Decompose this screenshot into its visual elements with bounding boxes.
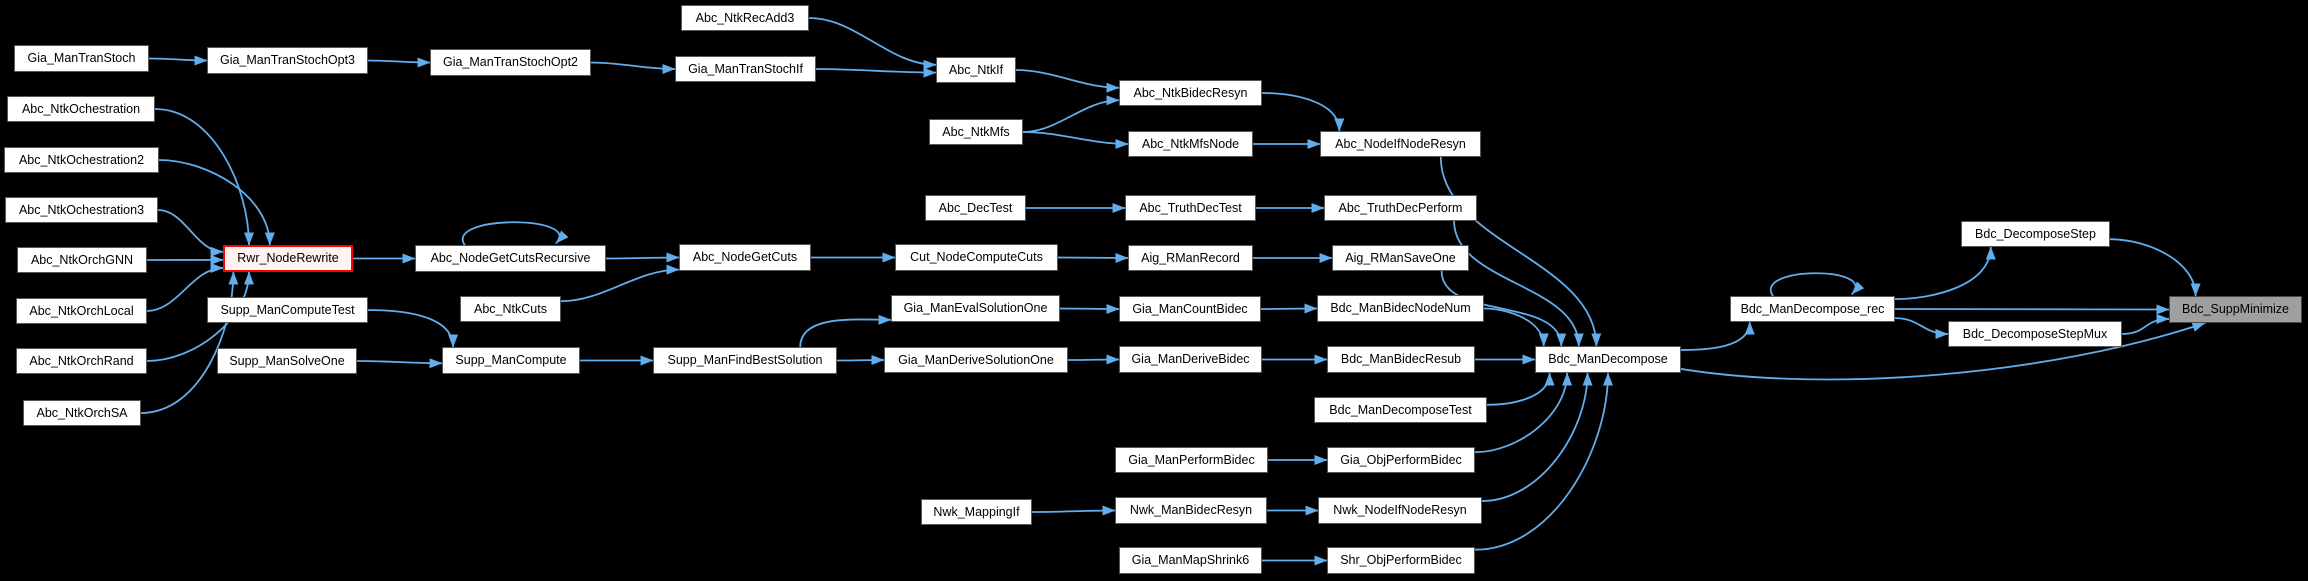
node-Abc_NtkBidecResyn[interactable]: Abc_NtkBidecResyn [1119,80,1262,106]
node-Abc_TruthDecPerform[interactable]: Abc_TruthDecPerform [1324,195,1477,221]
edge-Bdc_DecomposeStep-Bdc_SuppMinimize [2109,238,2201,297]
edge-Gia_ManDeriveSolutionOne-Gia_ManDeriveBidec [1067,354,1120,365]
edge-Abc_NodeGetCutsRecursive-Abc_NodeGetCuts [605,252,680,263]
edge-Gia_ManTranStochIf-Abc_NtkIf [815,67,937,78]
node-Gia_ManPerformBidec[interactable]: Gia_ManPerformBidec [1115,447,1268,473]
edge-Nwk_NodeIfNodeResyn-Bdc_ManDecompose [1481,372,1593,502]
node-Abc_NtkOchestration[interactable]: Abc_NtkOchestration [7,96,155,122]
edge-Shr_ObjPerformBidec-Bdc_ManDecompose [1474,372,1613,551]
node-Nwk_ManBidecResyn[interactable]: Nwk_ManBidecResyn [1115,497,1267,524]
edge-Abc_NodeGetCutsRecursive-Abc_NodeGetCutsRecursive [461,221,569,246]
edge-Abc_NtkOrchRand-Rwr_NodeRewrite [146,271,254,362]
node-Gia_ManTranStochOpt3[interactable]: Gia_ManTranStochOpt3 [207,47,368,74]
node-Abc_NtkOrchSA[interactable]: Abc_NtkOrchSA [23,400,141,426]
edge-Supp_ManFindBestSolution-Gia_ManEvalSolutionOne [799,314,892,348]
node-Supp_ManSolveOne[interactable]: Supp_ManSolveOne [217,348,357,374]
edge-Gia_ManTranStochOpt3-Gia_ManTranStochOpt2 [367,57,431,68]
edge-Bdc_ManDecompose_rec-Bdc_DecomposeStepMux [1894,317,1949,339]
node-Bdc_SuppMinimize: Bdc_SuppMinimize [2169,296,2302,323]
edge-Gia_ManTranStoch-Gia_ManTranStochOpt3 [148,55,208,66]
edge-Abc_NtkOrchLocal-Rwr_NodeRewrite [146,262,224,312]
edge-Bdc_ManDecomposeTest-Bdc_ManDecompose [1486,372,1555,406]
edge-Supp_ManComputeTest-Supp_ManCompute [367,309,459,348]
edge-Abc_NtkOchestration-Rwr_NodeRewrite [154,108,254,246]
edge-Abc_NtkMfs-Abc_NtkBidecResyn [1022,95,1120,133]
node-Abc_NtkIf[interactable]: Abc_NtkIf [936,57,1016,83]
edge-Abc_NtkRecAdd3-Abc_NtkIf [808,17,937,70]
edge-Abc_NtkCuts-Abc_NodeGetCuts [560,264,680,303]
edge-Supp_ManFindBestSolution-Gia_ManDeriveSolutionOne [836,355,885,366]
edge-Bdc_ManDecompose_rec-Bdc_ManDecompose_rec [1769,272,1865,297]
node-Abc_NodeGetCutsRecursive[interactable]: Abc_NodeGetCutsRecursive [415,245,606,272]
edge-Abc_NtkMfs-Abc_NtkMfsNode [1022,131,1129,149]
node-Rwr_NodeRewrite[interactable]: Rwr_NodeRewrite [223,245,353,272]
node-Abc_NtkMfsNode[interactable]: Abc_NtkMfsNode [1128,131,1253,157]
node-Bdc_ManBidecResub[interactable]: Bdc_ManBidecResub [1327,346,1475,373]
edge-Abc_NtkOrchSA-Rwr_NodeRewrite [140,271,239,414]
edge-Supp_ManSolveOne-Supp_ManCompute [356,358,443,369]
node-Gia_ManTranStoch[interactable]: Gia_ManTranStoch [14,45,149,72]
edge-Bdc_ManDecompose-Bdc_ManDecompose_rec [1680,321,1755,351]
node-Gia_ManTranStochOpt2[interactable]: Gia_ManTranStochOpt2 [430,49,591,76]
edge-Abc_NtkBidecResyn-Abc_NodeIfNodeResyn [1261,92,1345,132]
node-Bdc_ManDecompose_rec[interactable]: Bdc_ManDecompose_rec [1730,296,1895,322]
edge-Bdc_ManDecompose_rec-Bdc_DecomposeStep [1894,246,1996,301]
node-Abc_NtkCuts[interactable]: Abc_NtkCuts [460,296,561,322]
node-Aig_RManRecord[interactable]: Aig_RManRecord [1128,245,1253,271]
node-Nwk_MappingIf[interactable]: Nwk_MappingIf [921,499,1032,525]
edge-Nwk_MappingIf-Nwk_ManBidecResyn [1031,505,1116,516]
node-Abc_NodeGetCuts[interactable]: Abc_NodeGetCuts [679,244,811,271]
edge-Bdc_ManDecompose-Bdc_SuppMinimize [1680,322,2206,381]
edge-Gia_ManEvalSolutionOne-Gia_ManCountBidec [1059,303,1120,314]
node-Bdc_DecomposeStep[interactable]: Bdc_DecomposeStep [1961,221,2110,247]
edge-Bdc_ManBidecNodeNum-Bdc_ManDecompose [1483,307,1549,347]
node-Supp_ManFindBestSolution[interactable]: Supp_ManFindBestSolution [653,347,837,374]
node-Supp_ManCompute[interactable]: Supp_ManCompute [442,347,580,374]
node-Abc_NtkRecAdd3[interactable]: Abc_NtkRecAdd3 [681,5,809,31]
node-Abc_NtkOrchGNN[interactable]: Abc_NtkOrchGNN [17,247,147,273]
edge-Bdc_ManDecompose_rec-Bdc_SuppMinimize [1894,304,2170,315]
node-Gia_ObjPerformBidec[interactable]: Gia_ObjPerformBidec [1327,447,1475,473]
node-Abc_NtkOchestration3[interactable]: Abc_NtkOchestration3 [5,197,158,223]
node-Abc_TruthDecTest[interactable]: Abc_TruthDecTest [1125,195,1256,221]
node-Cut_NodeComputeCuts[interactable]: Cut_NodeComputeCuts [895,244,1058,271]
edge-Gia_ManCountBidec-Bdc_ManBidecNodeNum [1260,303,1318,314]
edge-Gia_ManTranStochOpt2-Gia_ManTranStochIf [590,61,676,74]
node-Gia_ManCountBidec[interactable]: Gia_ManCountBidec [1119,296,1261,322]
edge-Abc_NtkIf-Abc_NtkBidecResyn [1015,69,1120,93]
edge-Abc_NtkOchestration2-Rwr_NodeRewrite [158,159,275,246]
node-Shr_ObjPerformBidec[interactable]: Shr_ObjPerformBidec [1327,547,1475,574]
edge-Abc_NodeIfNodeResyn-Bdc_ManDecompose [1439,156,1602,347]
node-Abc_NtkOrchLocal[interactable]: Abc_NtkOrchLocal [16,298,147,324]
node-Abc_NtkOrchRand[interactable]: Abc_NtkOrchRand [16,348,147,374]
node-Bdc_ManDecompose[interactable]: Bdc_ManDecompose [1535,346,1681,373]
node-Gia_ManTranStochIf[interactable]: Gia_ManTranStochIf [675,56,816,82]
edge-Abc_TruthDecPerform-Bdc_ManDecompose [1453,220,1584,347]
node-Gia_ManDeriveSolutionOne[interactable]: Gia_ManDeriveSolutionOne [884,347,1068,373]
edge-Bdc_DecomposeStepMux-Bdc_SuppMinimize [2121,313,2170,335]
node-Gia_ManDeriveBidec[interactable]: Gia_ManDeriveBidec [1119,346,1262,373]
edge-Cut_NodeComputeCuts-Aig_RManRecord [1057,252,1129,263]
node-Abc_NodeIfNodeResyn[interactable]: Abc_NodeIfNodeResyn [1320,131,1481,157]
edge-Aig_RManSaveOne-Bdc_ManDecompose [1440,270,1567,347]
node-Bdc_ManDecomposeTest[interactable]: Bdc_ManDecomposeTest [1314,397,1487,423]
node-Bdc_ManBidecNodeNum[interactable]: Bdc_ManBidecNodeNum [1317,295,1484,322]
node-Supp_ManComputeTest[interactable]: Supp_ManComputeTest [207,297,368,323]
node-Aig_RManSaveOne[interactable]: Aig_RManSaveOne [1332,245,1469,271]
node-Gia_ManMapShrink6[interactable]: Gia_ManMapShrink6 [1119,547,1262,574]
node-Bdc_DecomposeStepMux[interactable]: Bdc_DecomposeStepMux [1948,321,2122,347]
node-Abc_NtkOchestration2[interactable]: Abc_NtkOchestration2 [4,147,159,173]
edge-Abc_NtkOchestration3-Rwr_NodeRewrite [157,209,224,257]
node-Abc_NtkMfs[interactable]: Abc_NtkMfs [929,119,1023,145]
edge-Gia_ObjPerformBidec-Bdc_ManDecompose [1474,372,1573,454]
node-Abc_DecTest[interactable]: Abc_DecTest [925,195,1026,221]
node-Nwk_NodeIfNodeResyn[interactable]: Nwk_NodeIfNodeResyn [1318,497,1482,524]
node-Gia_ManEvalSolutionOne[interactable]: Gia_ManEvalSolutionOne [891,295,1060,322]
